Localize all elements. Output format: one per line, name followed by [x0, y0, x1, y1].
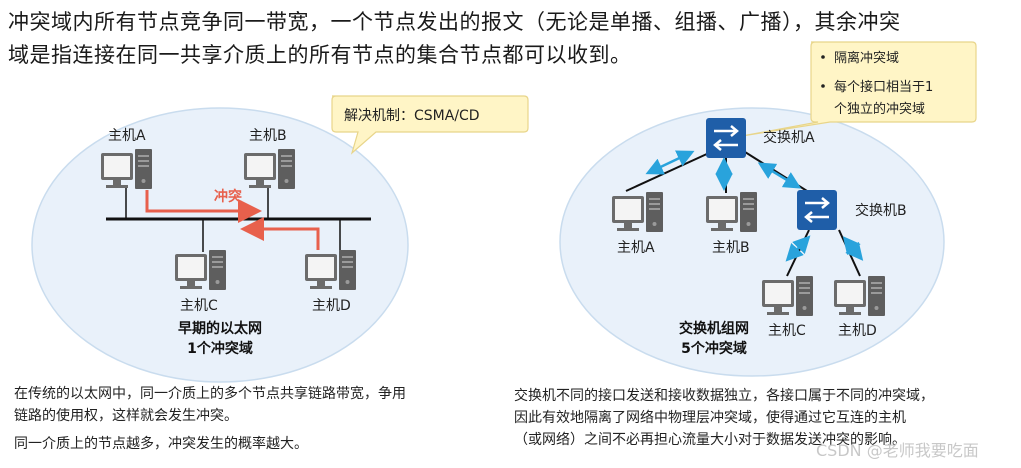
right-callout-item-2: 每个接口相当于1: [834, 79, 933, 95]
left-callout-text: 解决机制：CSMA/CD: [344, 108, 480, 124]
right-callout-item-1: 隔离冲突域: [834, 50, 899, 66]
heading-line-1: 冲突域内所有节点竞争同一带宽，一个节点发出的报文（无论是单播、组播、广播），其余…: [8, 10, 901, 34]
left-host-d-label: 主机D: [312, 298, 351, 314]
right-description-line-1: 交换机不同的接口发送和接收数据独立，各接口属于不同的冲突域，: [514, 388, 934, 404]
left-description-line-2: 链路的使用权，这样就会发生冲突。: [14, 408, 238, 424]
traffic-arrow-switch-b: [757, 162, 802, 189]
traffic-arrow-host-c: [785, 235, 811, 262]
switch-a-label: 交换机A: [763, 129, 815, 146]
right-caption-line-1: 交换机组网: [679, 320, 749, 337]
conflict-label: 冲突: [214, 188, 242, 205]
right-description-line-2: 因此有效地隔离了网络中物理层冲突域，使得通过它互连的主机: [514, 410, 906, 426]
watermark: CSDN @老师我要吃面: [816, 441, 979, 460]
right-description-line-3: （或网络）之间不必再担心流量大小对于数据发送冲突的影响。: [514, 432, 906, 448]
heading-line-2: 域是指连接在同一共享介质上的所有节点的集合节点都可以收到。: [8, 43, 632, 67]
right-host-c-label: 主机C: [768, 323, 806, 339]
left-caption-line-2: 1个冲突域: [187, 340, 253, 357]
switch-b-label: 交换机B: [855, 202, 907, 219]
left-host-a-label: 主机A: [108, 128, 146, 144]
conflict-arrow-d: [240, 217, 320, 250]
right-host-b-label: 主机B: [712, 240, 750, 256]
switch-b-icon: [795, 188, 839, 232]
right-host-d-label: 主机D: [838, 323, 877, 339]
left-description: 在传统的以太网中，同一介质上的多个节点共享链路带宽，争用 链路的使用权，这样就会…: [14, 383, 484, 455]
traffic-arrow-host-d: [842, 236, 864, 261]
right-callout: 隔离冲突域 每个接口相当于1 个独立的冲突域: [741, 41, 977, 137]
left-host-c-label: 主机C: [180, 298, 218, 314]
left-host-b-label: 主机B: [249, 128, 287, 144]
right-caption-line-2: 5个冲突域: [681, 340, 747, 357]
conflict-arrow-a: [145, 190, 262, 223]
traffic-arrow-host-a: [645, 150, 695, 175]
right-host-a-label: 主机A: [617, 240, 655, 256]
right-description: 交换机不同的接口发送和接收数据独立，各接口属于不同的冲突域， 因此有效地隔离了网…: [514, 385, 1014, 451]
switch-a-icon: [704, 116, 748, 160]
left-callout: 解决机制：CSMA/CD: [331, 95, 529, 155]
right-callout-item-3: 个独立的冲突域: [834, 101, 925, 117]
page-heading: 冲突域内所有节点竞争同一带宽，一个节点发出的报文（无论是单播、组播、广播），其余…: [8, 6, 1013, 72]
left-description-line-3: 同一介质上的节点越多，冲突发生的概率越大。: [14, 436, 308, 452]
left-caption-line-1: 早期的以太网: [178, 320, 262, 337]
left-description-line-1: 在传统的以太网中，同一介质上的多个节点共享链路带宽，争用: [14, 386, 406, 402]
